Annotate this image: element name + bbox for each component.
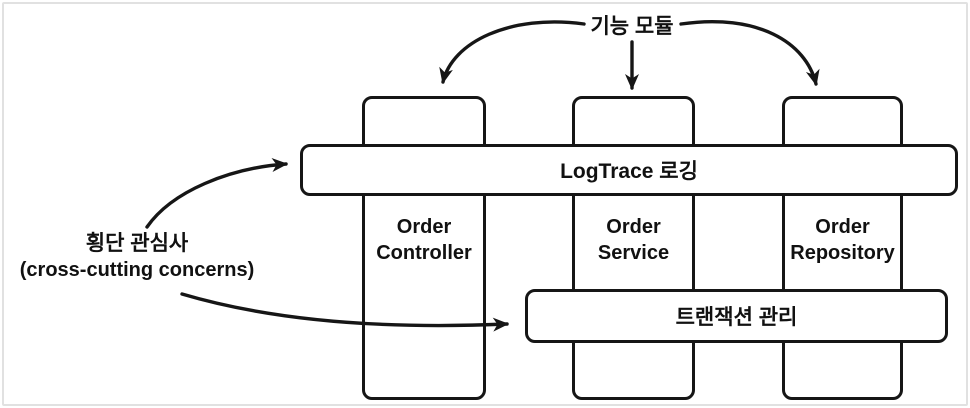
module-label-order-repository: Order Repository: [790, 216, 895, 264]
aspect-label-transaction-management: 트랜잭션 관리: [675, 306, 798, 329]
aspect-label-logtrace-logging: LogTrace 로깅: [560, 160, 698, 183]
arrow-left-label-to-logtrace: [145, 158, 288, 229]
aspect-box-transaction-management: 트랜잭션 관리: [525, 289, 948, 343]
functional-module-annotation: 기능 모듈: [590, 15, 674, 38]
module-label-order-controller: Order Controller: [376, 216, 472, 264]
module-box-order-controller: Order Controller: [362, 96, 486, 400]
module-box-order-service: Order Service: [572, 96, 695, 400]
cross-cutting-annotation-english: (cross-cutting concerns): [19, 259, 255, 281]
module-box-order-repository: Order Repository: [782, 96, 903, 400]
cross-cutting-annotation-korean: 횡단 관심사: [85, 232, 189, 255]
module-label-order-service: Order Service: [597, 216, 670, 264]
cross-cutting-concerns-annotation: 횡단 관심사 (cross-cutting concerns): [12, 231, 262, 283]
aspect-box-logtrace-logging: LogTrace 로깅: [300, 144, 958, 196]
